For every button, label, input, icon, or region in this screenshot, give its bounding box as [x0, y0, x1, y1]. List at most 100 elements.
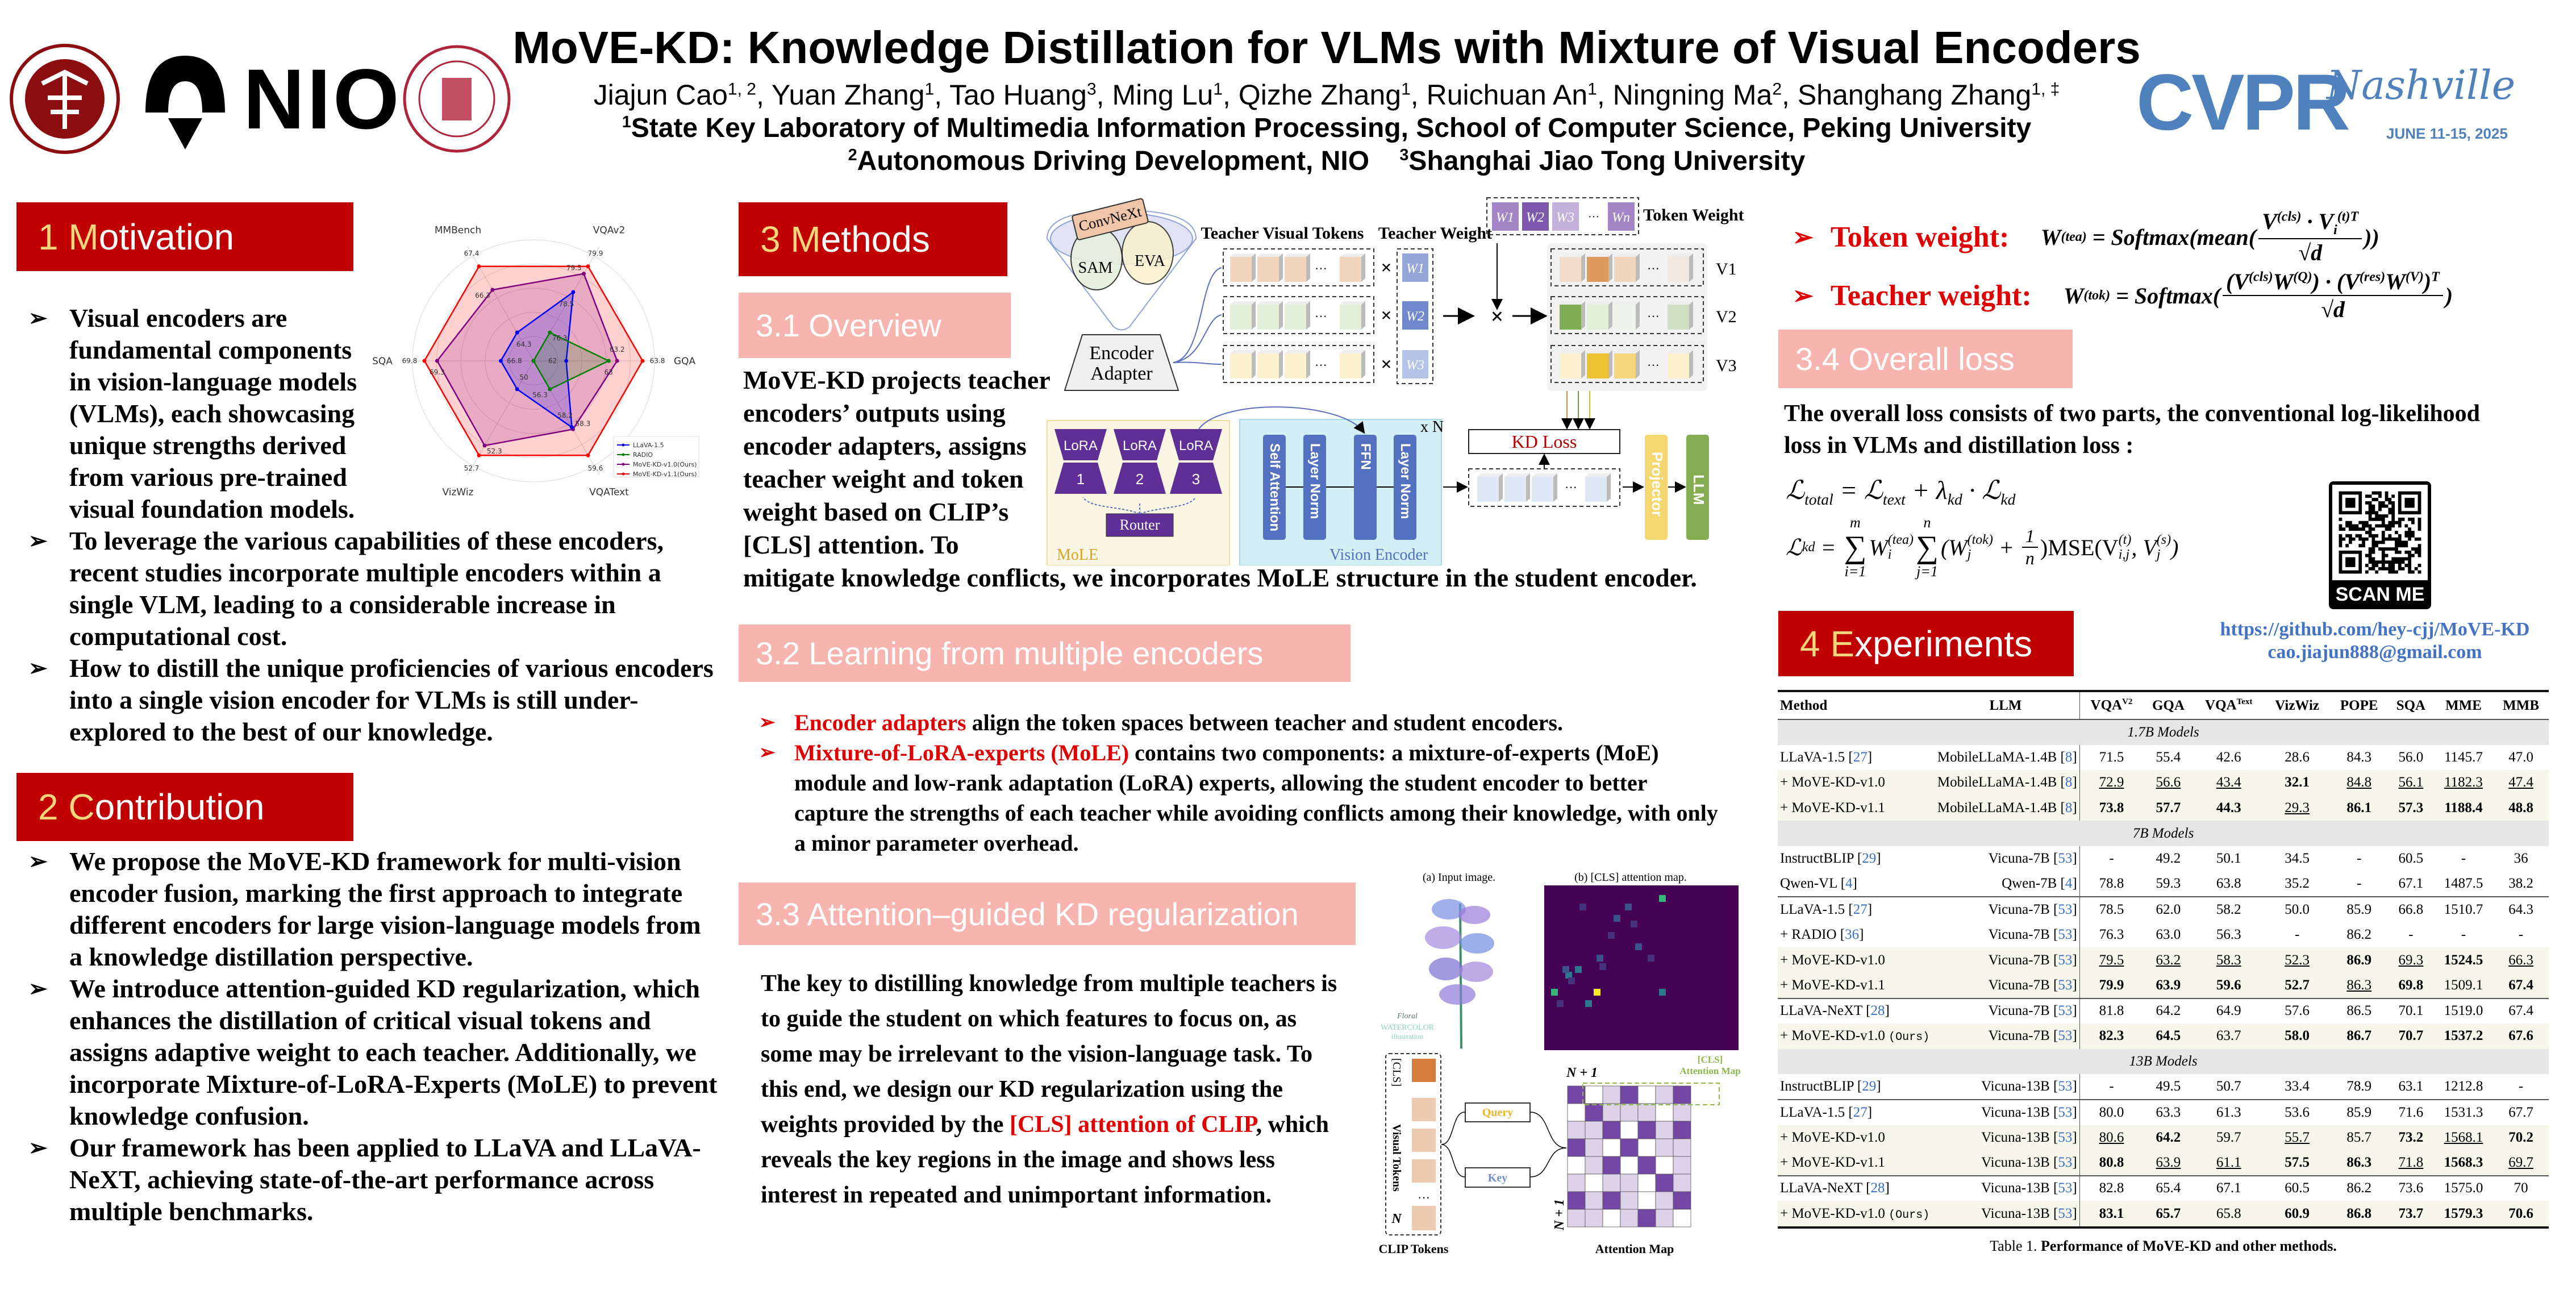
citation-link[interactable]: 53 — [2058, 977, 2073, 993]
citation-link[interactable]: 53 — [2058, 927, 2073, 943]
encoder-layer-label: Layer Norm — [1307, 443, 1323, 519]
value-label: 62 — [548, 357, 557, 365]
value-cell: 1509.1 — [2433, 972, 2494, 999]
value-cell: 67.4 — [2508, 1003, 2533, 1019]
table-group-row: 1.7B Models — [1778, 719, 2549, 745]
citation-link[interactable]: 27 — [1853, 1104, 1868, 1120]
value-cell: 47.4 — [2493, 770, 2549, 796]
value-label: 63 — [605, 368, 613, 376]
llm-block — [1686, 435, 1709, 540]
qr-code[interactable] — [2332, 485, 2428, 580]
cls-attention-row-highlight — [1582, 1083, 1720, 1105]
column-label: MMB — [2503, 697, 2540, 713]
citation-link[interactable]: 53 — [2058, 1205, 2073, 1221]
value-cell: 70.7 — [2388, 1023, 2434, 1049]
data-point — [477, 453, 481, 457]
table-group-row: 7B Models — [1778, 821, 2549, 846]
email-link[interactable]: cao.jiajun888@gmail.com — [2267, 642, 2482, 663]
method-name: + MoVE-KD-v1.0 — [1780, 1028, 1885, 1044]
llm-name: Vicuna-13B — [1981, 1154, 2050, 1170]
citation-link[interactable]: 53 — [2058, 1154, 2073, 1170]
citation-link[interactable]: 4 — [1845, 876, 1853, 892]
citation-link[interactable]: 29 — [1862, 1079, 1877, 1095]
legend-label: MoVE-KD-v1.0(Ours) — [633, 461, 697, 468]
value-cell: 86.9 — [2330, 947, 2389, 973]
token-cube-side — [1553, 473, 1557, 502]
citation-link[interactable]: 27 — [1853, 901, 1868, 917]
column-header: GQA — [2143, 692, 2194, 720]
attention-cell — [1637, 1085, 1656, 1104]
column-header: VQAText — [2193, 692, 2264, 720]
method-name: Qwen-VL — [1780, 876, 1837, 892]
citation-link[interactable]: 29 — [1862, 851, 1877, 867]
value-label: 66.8 — [507, 357, 522, 365]
data-point — [531, 359, 536, 363]
citation-link[interactable]: 53 — [2058, 1180, 2073, 1196]
citation-link[interactable]: 8 — [2065, 775, 2073, 790]
citation-link[interactable]: 36 — [1845, 927, 1860, 943]
token-cube-top — [1587, 350, 1612, 353]
token-cube-side — [1636, 350, 1640, 378]
value-cell: 72.9 — [2079, 770, 2144, 796]
citation-link[interactable]: 8 — [2065, 749, 2073, 765]
citation-link[interactable]: 53 — [2058, 851, 2073, 867]
citation-link[interactable]: 27 — [1853, 749, 1868, 765]
citation-link[interactable]: 53 — [2058, 901, 2073, 917]
column-label: Method — [1780, 697, 1828, 713]
data-point — [640, 359, 645, 363]
citation-link[interactable]: 53 — [2058, 1003, 2073, 1019]
value-cell: 64.2 — [2156, 1003, 2181, 1019]
watermark-text: Floral — [1397, 1012, 1418, 1021]
author: Ruichuan An1, — [1426, 79, 1613, 111]
method-cell: LLaVA-1.5 [27] — [1780, 901, 1873, 917]
attention-cell — [1620, 1209, 1639, 1227]
weighted-token-label: V2 — [1716, 307, 1737, 326]
citation-link[interactable]: 53 — [2058, 1079, 2073, 1095]
token-weight-cell — [1552, 202, 1579, 231]
highlight-term: Encoder adapters — [794, 710, 966, 735]
math: V — [2262, 209, 2277, 234]
math: (tea) — [1887, 532, 1914, 547]
token-cube — [1668, 257, 1689, 282]
citation-link[interactable]: 4 — [2065, 876, 2073, 892]
arrow-bullet-icon: ➢ — [28, 655, 48, 681]
data-point — [490, 288, 495, 292]
attention-highlight: [CLS] attention of CLIP — [1009, 1112, 1256, 1138]
citation-link[interactable]: 8 — [2065, 800, 2073, 816]
method-name: + RADIO — [1780, 927, 1837, 943]
method-name: InstructBLIP — [1780, 1079, 1854, 1095]
column-label-sup: V2 — [2122, 697, 2133, 707]
github-link[interactable]: https://github.com/hey-cjj/MoVE-KD — [2220, 619, 2530, 640]
author-affil-sup: 1 — [924, 80, 935, 99]
kd-loss-box — [1468, 429, 1620, 454]
citation-link[interactable]: 53 — [2058, 952, 2073, 968]
citation-link[interactable]: 53 — [2058, 1028, 2073, 1044]
adapter-label-2: Adapter — [1090, 363, 1153, 384]
teacher-weight-label: Teacher weight: — [1830, 279, 2032, 312]
citation-link[interactable]: 28 — [1870, 1003, 1885, 1019]
citation-link[interactable]: 53 — [2058, 1104, 2073, 1120]
heading-rest: ontribution — [94, 787, 265, 827]
citation-link[interactable]: 28 — [1870, 1180, 1885, 1196]
value-label: 64.3 — [516, 340, 532, 348]
citation-link[interactable]: 53 — [2058, 1129, 2073, 1145]
llm-name: Vicuna-7B — [1988, 1003, 2050, 1019]
value-cell: 49.2 — [2156, 851, 2181, 867]
query-label: Query — [1482, 1106, 1513, 1119]
token-cube-top — [1668, 350, 1693, 353]
value-cell: 67.7 — [2508, 1104, 2533, 1120]
llm-cell: Vicuna-7B [53] — [1932, 897, 2080, 922]
projector-block — [1645, 435, 1668, 540]
cls-token — [1412, 1059, 1436, 1082]
value-cell: 71.6 — [2398, 1104, 2424, 1120]
attention-cell — [1567, 1085, 1586, 1104]
math: (s) — [2156, 532, 2171, 547]
token-cube — [1257, 305, 1279, 330]
value-cell: 58.0 — [2264, 1023, 2331, 1049]
heading-accent: 2 C — [38, 787, 95, 827]
token-cube-side — [1636, 253, 1640, 282]
math: kd — [2000, 490, 2016, 509]
column-label: MME — [2445, 697, 2482, 713]
qr-code-card[interactable]: SCAN ME — [2329, 481, 2431, 609]
